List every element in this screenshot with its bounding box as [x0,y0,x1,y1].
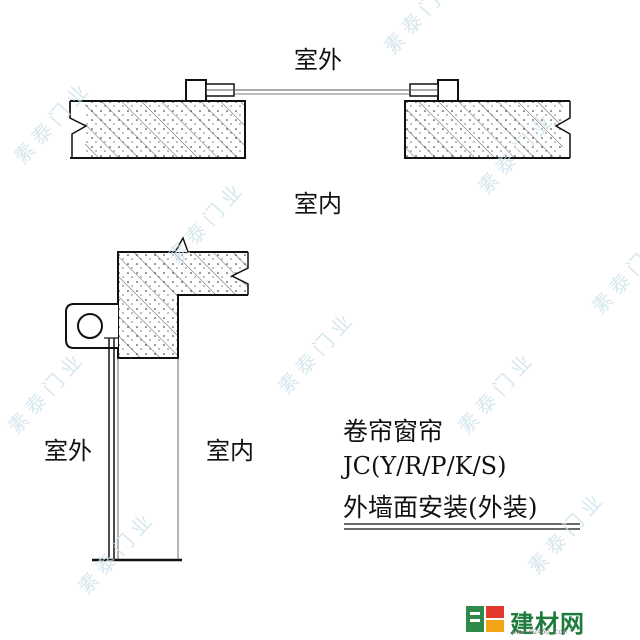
top-wall-left [69,100,246,159]
logo-icon [466,606,504,632]
site-logo: 建材网 www.0245o.com [466,604,626,638]
title-line-2: JC(Y/R/P/K/S) [343,452,507,480]
title-line-1: 卷帘窗帘 [343,417,444,446]
label-inside-side: 室内 [206,437,254,465]
label-outside-side: 室外 [44,437,92,465]
label-outside-top: 室外 [294,46,342,74]
top-wall-right [404,100,571,159]
lintel-section [117,236,249,359]
guide-rail-right [409,79,459,102]
title-line-3: 外墙面安装(外装) [343,493,538,522]
label-inside-top: 室内 [294,190,342,218]
curtain-slat-top [206,89,438,95]
logo-url: www.0245o.com [512,628,567,636]
title-underline [344,523,580,530]
logo-text: 建材网 [510,610,585,638]
roller-box [65,303,118,349]
curtain-side [92,338,182,562]
